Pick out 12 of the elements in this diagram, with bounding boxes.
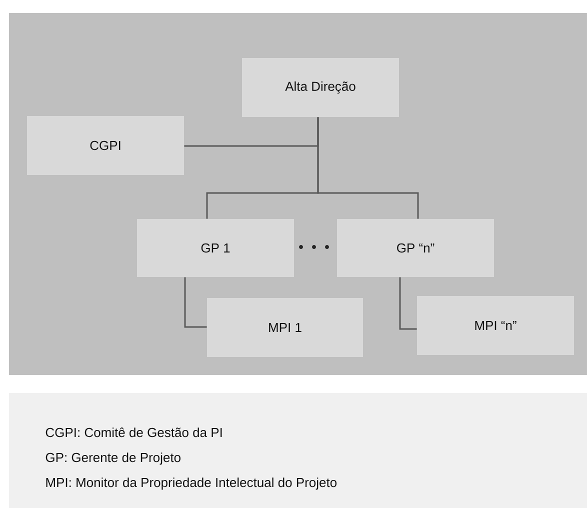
org-box: Alta Direção <box>242 58 399 117</box>
org-box: GP 1 <box>137 219 294 277</box>
org-box: MPI “n” <box>417 296 574 355</box>
legend-text: CGPI: Comitê de Gestão da PI <box>46 428 222 438</box>
connector-line <box>317 117 419 219</box>
org-box: MPI 1 <box>207 298 363 357</box>
legend-text: GP: Gerente de Projeto <box>46 452 180 465</box>
connector-line <box>184 277 207 328</box>
connector-line <box>399 277 417 330</box>
legend-text: MPI: Monitor da Propriedade Intelectual do Projeto <box>46 478 337 490</box>
org-box: CGPI <box>27 116 184 175</box>
org-box: GP “n” <box>337 219 494 277</box>
